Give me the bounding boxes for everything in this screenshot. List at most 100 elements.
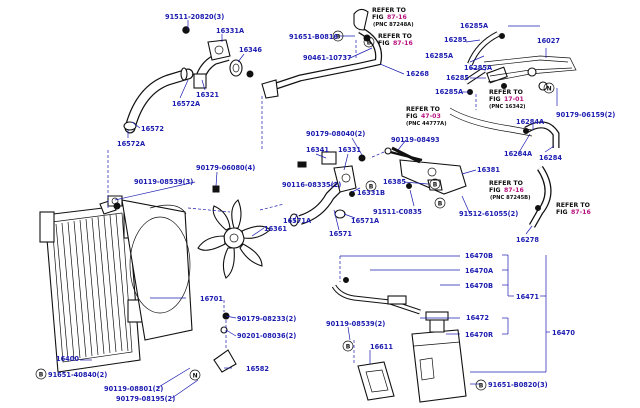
label-16284A-a[interactable]: 16284A <box>516 118 545 126</box>
label-16278[interactable]: 16278 <box>516 236 539 244</box>
svg-text:47-03: 47-03 <box>421 113 441 120</box>
fan-shroud-16701[interactable] <box>121 199 193 341</box>
label-91651-40840[interactable]: 91651-40840(2) <box>48 371 107 379</box>
heater-hose-group[interactable] <box>464 31 577 95</box>
label-16572[interactable]: 16572 <box>141 125 164 133</box>
label-16284A-b[interactable]: 16284A <box>504 150 533 158</box>
label-16582[interactable]: 16582 <box>246 365 269 373</box>
label-16321[interactable]: 16321 <box>196 91 219 99</box>
fan-16361[interactable] <box>197 199 271 279</box>
label-16701[interactable]: 16701 <box>200 295 223 303</box>
label-91511-20820[interactable]: 91511-20820(3) <box>165 13 224 21</box>
label-90179-06080[interactable]: 90179-06080(4) <box>196 164 255 172</box>
label-91651-B0820[interactable]: 91651-B0820(3) <box>488 381 548 389</box>
svg-text:B: B <box>433 181 438 188</box>
label-90461-10737[interactable]: 90461-10737 <box>303 54 352 62</box>
label-90116-08335[interactable]: 90116-08335(2) <box>282 181 341 189</box>
upper-hose-16572[interactable] <box>123 67 194 134</box>
figure-references: REFER TO FIG 87-16 (PNC 87248A) REFER TO… <box>372 7 591 216</box>
label-16331A[interactable]: 16331A <box>216 27 245 35</box>
label-16470B-b[interactable]: 16470B <box>465 282 493 290</box>
label-16285-b[interactable]: 16285 <box>446 74 469 82</box>
svg-text:B: B <box>369 183 374 190</box>
tank-bracket-16611[interactable] <box>357 361 395 401</box>
label-16341[interactable]: 16341 <box>306 146 329 154</box>
label-16571A-a[interactable]: 16571A <box>283 217 312 225</box>
clamp-91511-20820[interactable] <box>182 26 190 34</box>
water-outlet-16321[interactable] <box>193 51 230 89</box>
label-91511-C0835[interactable]: 91511-C0835 <box>373 208 422 216</box>
label-90179-08195[interactable]: 90179-08195(2) <box>116 395 175 403</box>
svg-text:87-16: 87-16 <box>387 14 407 21</box>
svg-text:B: B <box>336 33 341 40</box>
label-16470B-a[interactable]: 16470B <box>465 252 493 260</box>
svg-text:FIG: FIG <box>372 14 384 21</box>
fig-ref-4: REFER TO FIG 47-03 (PNC 44777A) <box>406 106 447 127</box>
overflow-hose-16471[interactable] <box>331 277 421 315</box>
label-16572A-b[interactable]: 16572A <box>117 140 146 148</box>
hose-16278[interactable] <box>528 166 552 228</box>
label-90179-08040[interactable]: 90179-08040(2) <box>306 130 365 138</box>
svg-text:N: N <box>193 372 198 379</box>
thermostat-housing-16331A[interactable] <box>207 39 231 61</box>
label-90119-08539-b[interactable]: 90119-08539(2) <box>326 320 385 328</box>
label-16385[interactable]: 16385 <box>383 178 406 186</box>
label-16331[interactable]: 16331 <box>338 146 361 154</box>
label-16285-a[interactable]: 16285 <box>444 36 467 44</box>
bypass-pipe-16268[interactable] <box>261 8 383 99</box>
fig-ref-6: REFER TO FIG 87-16 <box>556 202 591 216</box>
label-91512-61055[interactable]: 91512-61055(2) <box>459 210 518 218</box>
clip-90179-06080[interactable] <box>212 185 220 193</box>
label-90179-08233[interactable]: 90179-08233(2) <box>237 315 296 323</box>
label-16268[interactable]: 16268 <box>406 70 429 78</box>
line-art <box>39 8 577 403</box>
label-16381[interactable]: 16381 <box>477 166 500 174</box>
label-16346[interactable]: 16346 <box>239 46 262 54</box>
label-90119-08801[interactable]: 90119-08801(2) <box>104 385 163 393</box>
fig-ref-3: REFER TO FIG 17-01 (PNC 16342) <box>489 89 526 110</box>
label-16571[interactable]: 16571 <box>329 230 352 238</box>
marker-b-5: B <box>434 197 446 209</box>
gasket-16346[interactable] <box>229 59 254 78</box>
label-16611[interactable]: 16611 <box>370 343 393 351</box>
label-16361[interactable]: 16361 <box>264 225 287 233</box>
svg-text:N: N <box>547 85 552 92</box>
fig-ref-1: REFER TO FIG 87-16 (PNC 87248A) <box>372 7 414 28</box>
bolt-90119-08493[interactable] <box>384 147 423 162</box>
label-16285A-c[interactable]: 16285A <box>464 64 493 72</box>
fig-ref-5: REFER TO FIG 87-16 (PNC 87245B) <box>489 180 531 201</box>
label-16472[interactable]: 16472 <box>466 314 489 322</box>
label-16572A-a[interactable]: 16572A <box>172 100 201 108</box>
lower-hose-16571[interactable] <box>289 151 366 227</box>
svg-text:B: B <box>39 371 44 378</box>
label-16470A[interactable]: 16470A <box>465 267 494 275</box>
marker-b-7: B <box>35 368 47 380</box>
label-16331B[interactable]: 16331B <box>357 189 385 197</box>
label-90201-08036[interactable]: 90201-08036(2) <box>237 332 296 340</box>
label-16027[interactable]: 16027 <box>537 37 560 45</box>
label-16285A-b[interactable]: 16285A <box>425 52 454 60</box>
label-90119-08539-a[interactable]: 90119-08539(3) <box>134 178 193 186</box>
marker-n-2: N <box>189 369 201 381</box>
bolt-90119-08539[interactable] <box>113 202 121 210</box>
label-16285A-d[interactable]: 16285A <box>435 88 464 96</box>
label-90179-06159[interactable]: 90179-06159(2) <box>556 111 615 119</box>
label-16571A-b[interactable]: 16571A <box>351 217 380 225</box>
label-16471[interactable]: 16471 <box>516 293 539 301</box>
label-16284[interactable]: 16284 <box>539 154 562 162</box>
label-91651-B0816[interactable]: 91651-B0816 <box>289 33 338 41</box>
label-16285A-a[interactable]: 16285A <box>460 22 489 30</box>
label-90119-08493[interactable]: 90119-08493 <box>391 136 440 144</box>
svg-text:FIG: FIG <box>406 113 418 120</box>
label-16470R[interactable]: 16470R <box>465 331 493 339</box>
label-16470[interactable]: 16470 <box>552 329 575 337</box>
water-hose-16284[interactable] <box>449 107 560 148</box>
reserve-tank-16470[interactable] <box>411 311 467 403</box>
svg-text:REFER TO: REFER TO <box>489 89 523 96</box>
fig-ref-2: REFER TO FIG 87-16 <box>378 33 413 47</box>
svg-text:REFER TO: REFER TO <box>406 106 440 113</box>
label-16400[interactable]: 16400 <box>56 355 79 363</box>
bracket-16582[interactable] <box>213 312 237 373</box>
